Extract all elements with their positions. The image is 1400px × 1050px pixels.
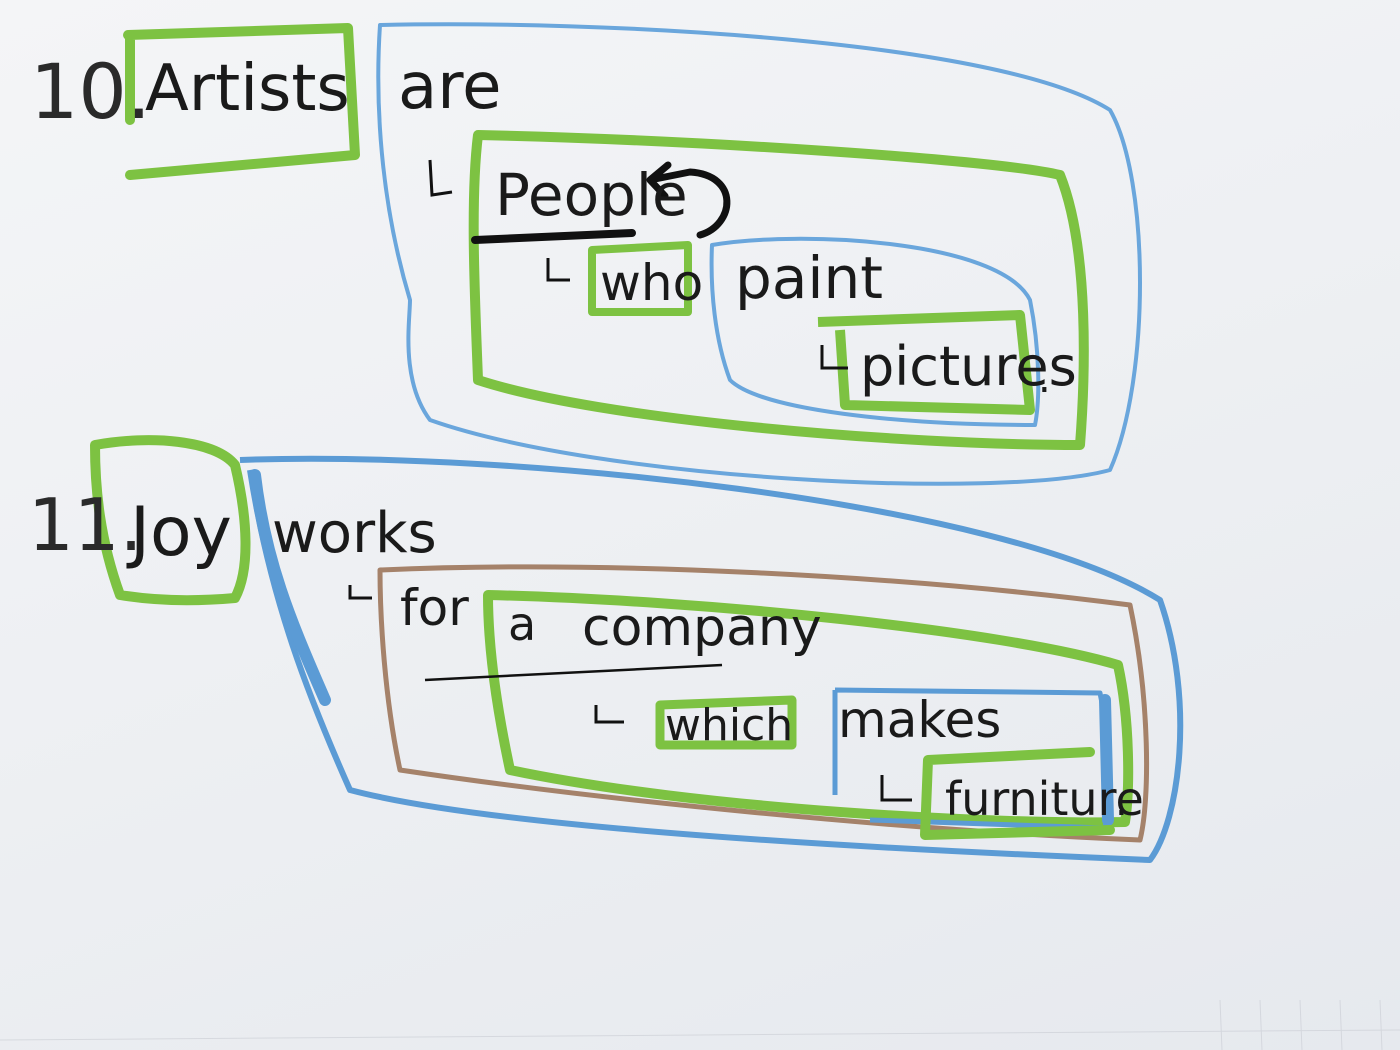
object-pictures: pictures: [860, 335, 1077, 398]
green-object-box-10: [817, 310, 1035, 415]
green-subject-box-11: [90, 435, 251, 606]
relative-verb-makes: makes: [838, 691, 1001, 749]
green-object-box-11: [920, 747, 1115, 840]
branch-mark-icon: [348, 585, 372, 600]
object-furniture: furniture: [945, 772, 1144, 826]
noun-company: company: [582, 598, 822, 658]
blue-relative-clause-box-10: [709, 236, 1041, 427]
subject-artists: Artists: [145, 52, 350, 126]
blue-verb-loop-10: [376, 22, 1142, 486]
preposition-for: for: [400, 579, 469, 637]
blue-relative-clause-box-11-edge: [1099, 694, 1114, 826]
branch-mark-icon: [820, 345, 848, 370]
subject-joy: Joy: [126, 493, 232, 572]
branch-mark-icon: [428, 159, 453, 197]
period-11: .: [1115, 779, 1128, 825]
sentence-11-number: 11.: [28, 483, 143, 567]
branch-mark-icon: [594, 705, 624, 724]
blue-verb-loop-11: [239, 455, 1184, 863]
green-who-box-10: [588, 241, 692, 316]
people-underline: [471, 229, 636, 244]
green-subject-box-10: [123, 23, 360, 180]
paper-grid: [0, 999, 1400, 1050]
verb-are: are: [398, 50, 502, 124]
relative-pronoun-which: which: [665, 700, 793, 751]
sentence-10-number: 10.: [30, 47, 151, 136]
blue-verb-loop-11-edge: [249, 469, 331, 706]
period-10: .: [1038, 356, 1051, 402]
green-complement-box-10: [468, 130, 1089, 450]
relative-pronoun-who: who: [600, 254, 703, 312]
branch-mark-icon: [880, 775, 912, 802]
brown-prepositional-box: [377, 564, 1150, 843]
complement-people: People: [495, 161, 688, 229]
article-a: a: [508, 597, 536, 651]
curved-arrow-icon: [646, 161, 731, 239]
branch-mark-icon: [546, 258, 570, 282]
green-noun-box-11: [483, 590, 1134, 828]
relative-verb-paint: paint: [735, 244, 883, 312]
verb-works: works: [272, 501, 437, 566]
green-which-box-11: [655, 695, 797, 750]
company-underline: [424, 663, 723, 682]
